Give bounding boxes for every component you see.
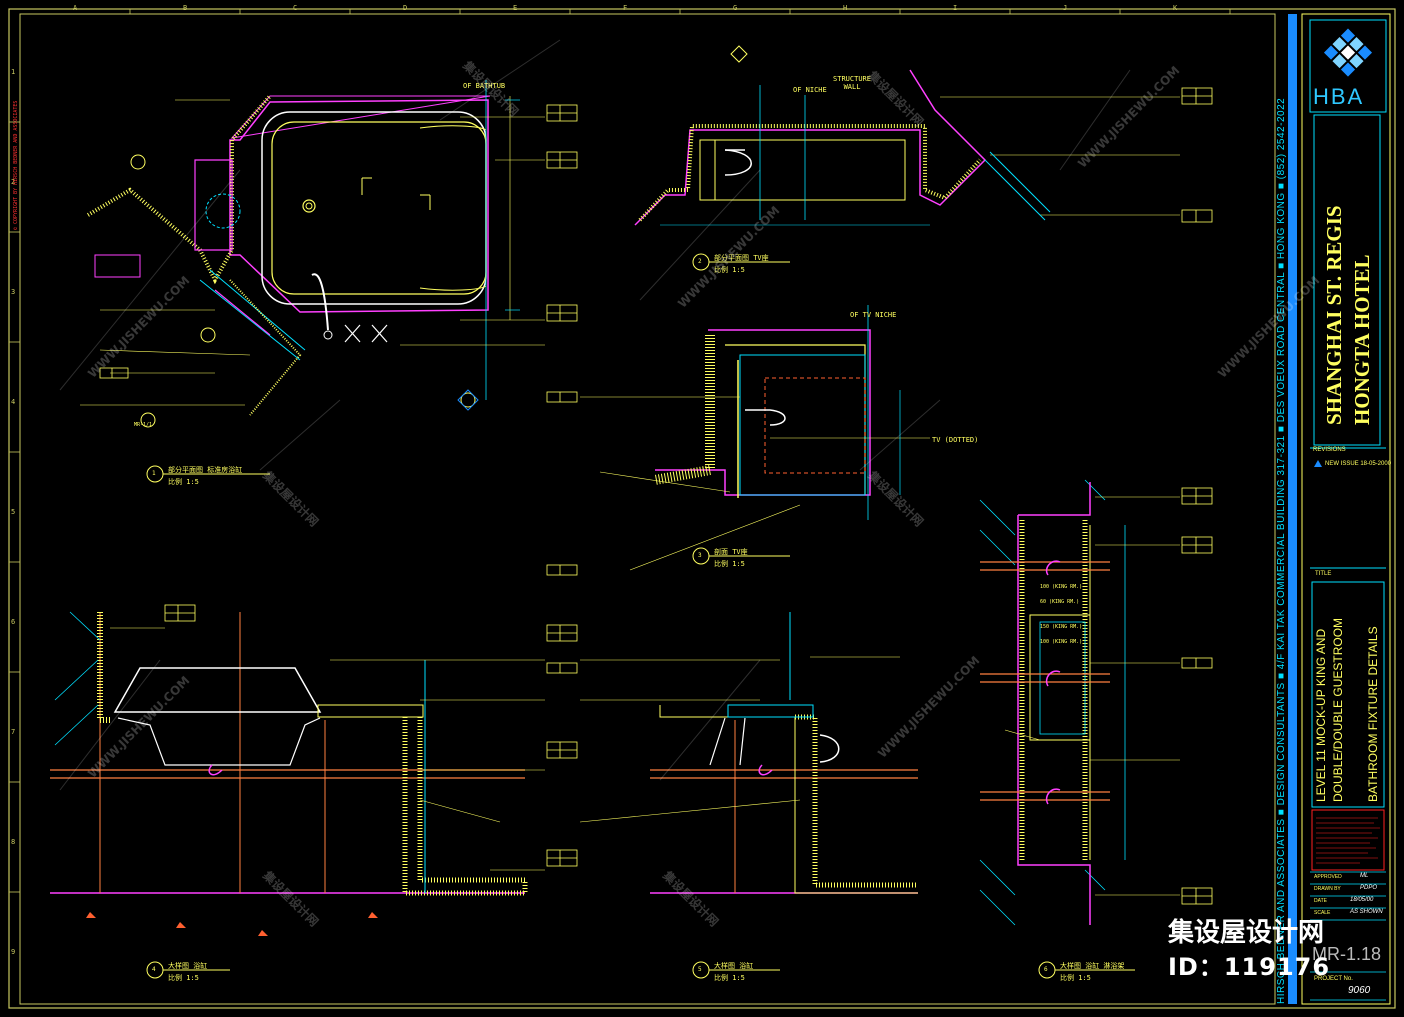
date-value: 18/05/00 (1350, 897, 1374, 903)
legal-note-box (1311, 809, 1385, 871)
watermark-site-name: 集设屋设计网 (1168, 918, 1325, 948)
approved-label: APPROVED (1314, 874, 1342, 880)
hba-logo-text: HBA (1313, 84, 1365, 109)
bathtub-drain (302, 199, 316, 213)
view-shower-section (979, 479, 1213, 979)
drawing-title-line3: BATHROOM FIXTURE DETAILS (1366, 626, 1380, 802)
revisions-label: REVISIONS (1313, 447, 1346, 453)
view-bathtub-section-1 (50, 604, 578, 979)
view-bathtub-plan (80, 80, 578, 483)
drawn-by-label: DRAWN BY (1314, 886, 1341, 892)
scale-label: SCALE (1314, 910, 1331, 916)
sheet-border (8, 8, 1396, 1009)
view-bathtub-section-2 (579, 612, 918, 979)
watermark-lines (59, 39, 1131, 791)
drawing-frame (19, 13, 1276, 1005)
view-tv-plan (634, 45, 1213, 271)
title-box (1311, 581, 1385, 808)
project-name-line1: SHANGHAI ST. REGIS (1322, 205, 1346, 425)
bathtub-basin (271, 121, 487, 295)
copyright-note: © COPYRIGHT BY HIRSCH BEDNER AND ASSOCIA… (13, 100, 19, 230)
revision-triangle-icon (1314, 460, 1322, 467)
firm-address-strip: HIRSCH BEDNER AND ASSOCIATES ■ DESIGN CO… (1276, 97, 1287, 1004)
titleblock-frame (1301, 13, 1391, 1005)
hba-logo-mark (1323, 28, 1373, 77)
label-box (94, 254, 141, 278)
bathtub-rim (261, 111, 487, 305)
titleblock-logo-box (1309, 19, 1387, 113)
project-number: 9060 (1348, 985, 1371, 996)
revision-entry: NEW ISSUE 18-05-2000 (1325, 461, 1392, 467)
view-tv-section (546, 305, 930, 576)
scale-value: AS SHOWN (1350, 909, 1383, 915)
project-number-label: PROJECT No. (1314, 976, 1353, 982)
project-name-box (1313, 114, 1381, 446)
title-label: TITLE (1315, 571, 1332, 577)
project-name-line2: HONGTA HOTEL (1350, 254, 1374, 425)
date-label: DATE (1314, 898, 1327, 904)
approved-value: ML (1360, 873, 1369, 879)
drawing-title-line1: LEVEL 11 MOCK-UP KING AND (1314, 628, 1328, 802)
tub-wall-outline (229, 99, 489, 313)
blue-strip (1288, 14, 1297, 1004)
drawing-title-line2: DOUBLE/DOUBLE GUESTROOM (1331, 617, 1345, 802)
drawn-by-value: PDPO (1360, 885, 1378, 891)
sheet-number: MR-1.18 (1312, 944, 1382, 964)
watermark-id: ID：119176 (1168, 953, 1331, 981)
